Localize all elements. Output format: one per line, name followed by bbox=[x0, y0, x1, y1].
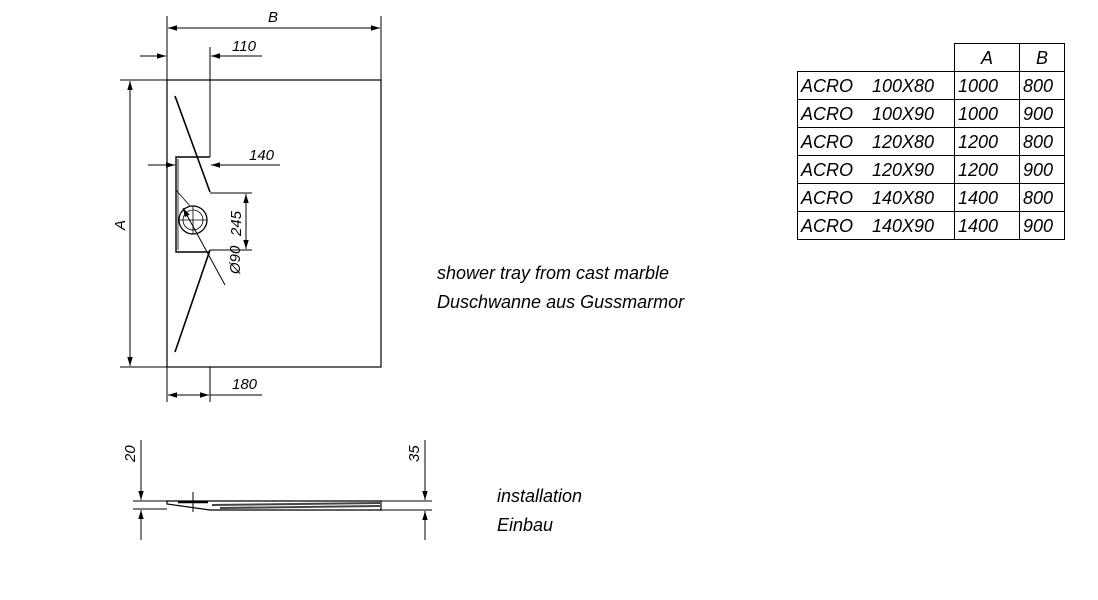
a-cell: 1400 bbox=[954, 183, 1020, 212]
dim-label-right-thickness: 35 bbox=[406, 445, 423, 462]
dim-label-bottom-offset: 180 bbox=[232, 376, 258, 393]
model-cell: ACRO 140X80 bbox=[797, 183, 955, 212]
size-table-header: A B bbox=[798, 43, 1065, 72]
b-cell: 900 bbox=[1019, 99, 1065, 128]
model-cell: ACRO 140X90 bbox=[797, 211, 955, 240]
table-row: ACRO 100X80 1000 800 bbox=[797, 71, 1065, 100]
b-cell: 900 bbox=[1019, 155, 1065, 184]
model-cell: ACRO 120X80 bbox=[797, 127, 955, 156]
dim-label-width: B bbox=[268, 9, 278, 26]
a-cell: 1200 bbox=[954, 155, 1020, 184]
caption-product-de: Duschwanne aus Gussmarmor bbox=[437, 292, 685, 312]
b-cell: 900 bbox=[1019, 211, 1065, 240]
table-row: ACRO 120X80 1200 800 bbox=[797, 127, 1065, 156]
caption-product-en: shower tray from cast marble bbox=[437, 263, 669, 283]
table-row: ACRO 100X90 1000 900 bbox=[797, 99, 1065, 128]
a-cell: 1000 bbox=[954, 99, 1020, 128]
header-b: B bbox=[1019, 43, 1065, 72]
table-row: ACRO 140X90 1400 900 bbox=[797, 211, 1065, 240]
top-view bbox=[120, 16, 382, 402]
slope-line-lower bbox=[174, 249, 211, 353]
dim-label-drain-offset: 110 bbox=[232, 38, 257, 55]
dim-label-drain-box-height: 245 bbox=[228, 210, 245, 237]
dim-label-drain-box-width: 140 bbox=[249, 147, 275, 164]
side-view bbox=[133, 440, 432, 540]
a-cell: 1400 bbox=[954, 211, 1020, 240]
table-row: ACRO 140X80 1400 800 bbox=[797, 183, 1065, 212]
model-cell: ACRO 100X80 bbox=[797, 71, 955, 100]
dim-label-drain-diameter: Ø90 bbox=[227, 245, 244, 275]
header-a: A bbox=[954, 43, 1020, 72]
model-cell: ACRO 100X90 bbox=[797, 99, 955, 128]
size-table: A B ACRO 100X80 1000 800 ACRO 100X90 100… bbox=[797, 43, 1065, 240]
dim-label-height: A bbox=[112, 220, 129, 231]
tray-profile bbox=[166, 500, 382, 511]
caption-install-en: installation bbox=[497, 486, 582, 506]
a-cell: 1200 bbox=[954, 127, 1020, 156]
drain-box bbox=[175, 156, 210, 253]
b-cell: 800 bbox=[1019, 127, 1065, 156]
table-row: ACRO 120X90 1200 900 bbox=[797, 155, 1065, 184]
caption-install-de: Einbau bbox=[497, 515, 553, 535]
tray-outline bbox=[166, 79, 382, 368]
model-cell: ACRO 120X90 bbox=[797, 155, 955, 184]
diameter-leader bbox=[182, 207, 226, 286]
b-cell: 800 bbox=[1019, 71, 1065, 100]
dim-label-left-thickness: 20 bbox=[122, 445, 139, 463]
slope-line-upper bbox=[174, 95, 211, 193]
a-cell: 1000 bbox=[954, 71, 1020, 100]
b-cell: 800 bbox=[1019, 183, 1065, 212]
